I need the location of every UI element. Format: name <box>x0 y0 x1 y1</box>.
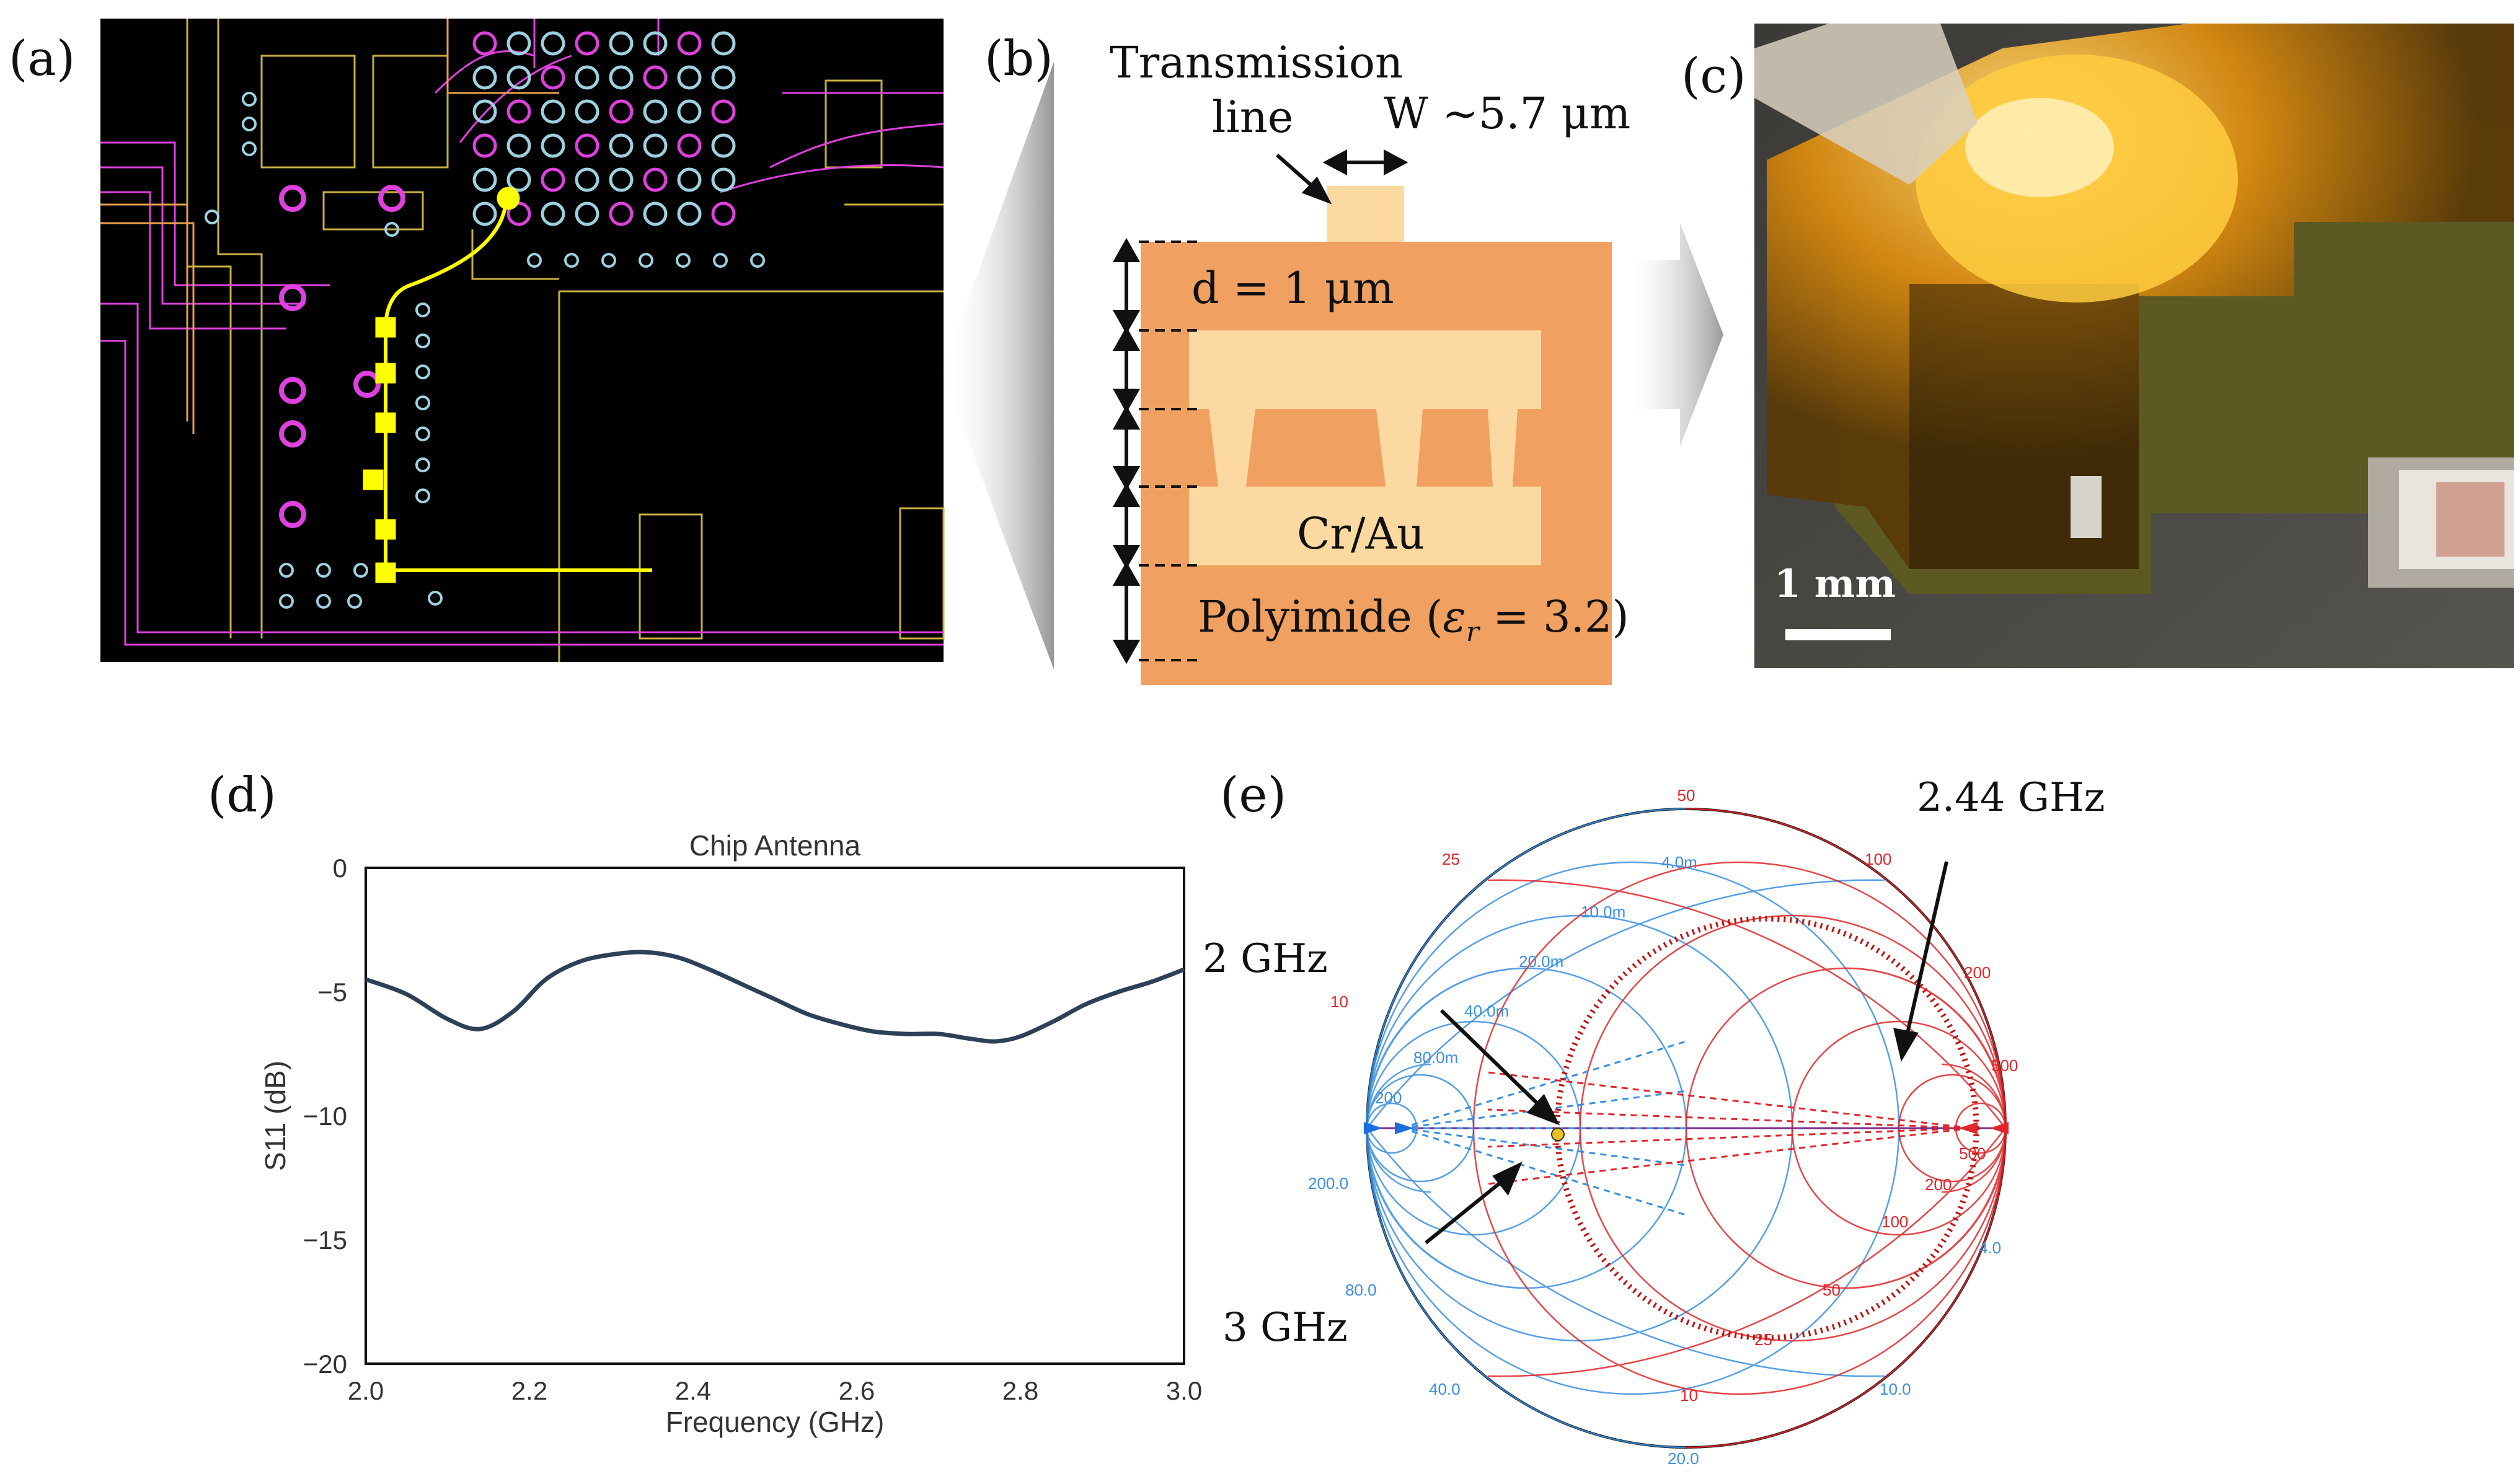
red-dashed-radials <box>1487 1071 1972 1185</box>
epsilon-subscript: r <box>1466 616 1479 648</box>
smith-blue-label-2: 20.0m <box>1519 952 1563 971</box>
width-label: W ~5.7 μm <box>1384 88 1631 139</box>
pcb-layout-image <box>100 19 945 662</box>
smith-blue-label-9: 20.0 <box>1668 1449 1699 1468</box>
smith-chart-svg: 50 25 100 10 200 500 500 200 100 50 25 1… <box>1308 786 2018 1468</box>
metal-layer-lower <box>1189 487 1541 565</box>
scale-bar <box>1785 629 1891 640</box>
s11-chart-svg: Chip Antenna 2.0 2.2 2.4 2.6 2.8 3.0 0 −5 −10 −1… <box>259 829 1202 1438</box>
marker-3ghz-label: 3 GHz <box>1222 1305 1348 1351</box>
arrow-to-photo <box>1630 223 1723 446</box>
cross-section-diagram <box>855 25 1723 685</box>
chart-title: Chip Antenna <box>689 829 861 862</box>
metal-layer-upper <box>1189 330 1541 409</box>
d-label: d = 1 μm <box>1191 263 1394 314</box>
panel-label-b: (b) <box>984 31 1053 87</box>
smith-blue-label-7: 80.0 <box>1345 1281 1377 1299</box>
marker-244ghz-label: 2.44 GHz <box>1917 775 2105 821</box>
x-tick-label: 2.8 <box>1002 1376 1038 1405</box>
panel-label-d: (d) <box>208 767 276 823</box>
smith-red-label-7: 100 <box>1881 1212 1908 1231</box>
x-tick-label: 2.0 <box>348 1376 384 1405</box>
epsilon-symbol: ε <box>1443 591 1466 642</box>
smith-red-label-1: 100 <box>1865 850 1891 868</box>
smith-chart: 50 25 100 10 200 500 500 200 100 50 25 1… <box>1308 781 2139 1475</box>
smith-red-label-6: 200 <box>1925 1175 1952 1194</box>
via-array <box>205 31 765 609</box>
via-mid <box>1376 409 1423 487</box>
y-tick-label: −10 <box>303 1102 347 1131</box>
substrate-label: Polyimide (εr = 3.2) <box>1198 591 1629 648</box>
smith-red-label-0: 25 <box>1442 850 1460 868</box>
marker-2ghz-dot <box>1551 1128 1565 1141</box>
transmission-line <box>1327 186 1404 242</box>
tl-label-line2: line <box>1212 92 1294 143</box>
substrate-label-text2: = 3.2) <box>1479 591 1629 642</box>
s11-chart: Chip Antenna 2.0 2.2 2.4 2.6 2.8 3.0 0 −5 −10 −1… <box>236 806 1227 1457</box>
smith-blue-label-3: 40.0m <box>1464 1002 1509 1020</box>
smith-blue-label-8: 40.0 <box>1429 1380 1461 1398</box>
device-photo <box>1754 24 2514 668</box>
smith-red-label-2: 10 <box>1330 992 1348 1011</box>
smith-blue-label-6: 200.0 <box>1308 1174 1348 1193</box>
tl-label-line1: Transmission <box>1110 37 1404 88</box>
metal-label: Cr/Au <box>1297 508 1425 559</box>
panel-label-c: (c) <box>1681 48 1746 104</box>
smith-blue-label-4: 80.0m <box>1413 1048 1458 1067</box>
y-axis-label: S11 (dB) <box>259 1061 291 1171</box>
smith-blue-label-0: 4.0m <box>1661 853 1697 872</box>
y-tick-label: 0 <box>333 854 347 883</box>
smith-blue-label-5: 200 <box>1375 1088 1402 1107</box>
smith-blue-label-11: 4.0 <box>1979 1238 2001 1257</box>
blue-dashed-radials <box>1400 1040 1687 1216</box>
x-tick-label: 2.4 <box>675 1376 711 1405</box>
substrate-label-text1: Polyimide ( <box>1198 591 1443 642</box>
smith-red-label-8: 50 <box>1823 1281 1841 1299</box>
x-tick-label: 2.6 <box>839 1376 875 1405</box>
x-tick-label: 3.0 <box>1166 1376 1202 1405</box>
tl-pointer-arrow <box>1276 153 1332 205</box>
panel-label-e: (e) <box>1220 767 1287 823</box>
thickness-arrows <box>1112 237 1141 664</box>
smith-red-label-3: 200 <box>1964 963 1991 982</box>
x-axis-label: Frequency (GHz) <box>666 1406 885 1438</box>
scale-bar-label: 1 mm <box>1774 561 1896 606</box>
marker-arrows <box>1425 861 1948 1245</box>
x-tick-label: 2.2 <box>511 1376 547 1405</box>
marker-2ghz-label: 2 GHz <box>1203 936 1328 982</box>
y-tick-label: −20 <box>303 1349 347 1379</box>
smith-blue-label-10: 10.0 <box>1880 1380 1911 1398</box>
pcb-layout-drawing <box>100 19 945 662</box>
smith-red-label-10: 10 <box>1680 1386 1698 1405</box>
smith-red-label-9: 25 <box>1754 1330 1772 1349</box>
y-tick-label: −5 <box>317 978 347 1007</box>
via-right <box>1488 409 1518 487</box>
device-photo-drawing <box>1754 24 2514 668</box>
plot-frame <box>365 867 1185 1365</box>
y-tick-label: −15 <box>303 1225 347 1255</box>
smith-label-top: 50 <box>1678 786 1695 805</box>
via-left <box>1209 409 1255 487</box>
cross-section-drawing <box>942 62 1723 685</box>
s11-series-line <box>365 950 1185 1044</box>
smith-red-label-5: 500 <box>1959 1144 1986 1163</box>
panel-label-a: (a) <box>9 31 76 87</box>
smith-blue-label-1: 10.0m <box>1581 903 1625 921</box>
zoom-fan <box>942 62 1054 669</box>
smith-red-label-4: 500 <box>1991 1056 2018 1075</box>
width-arrow <box>1322 149 1408 175</box>
